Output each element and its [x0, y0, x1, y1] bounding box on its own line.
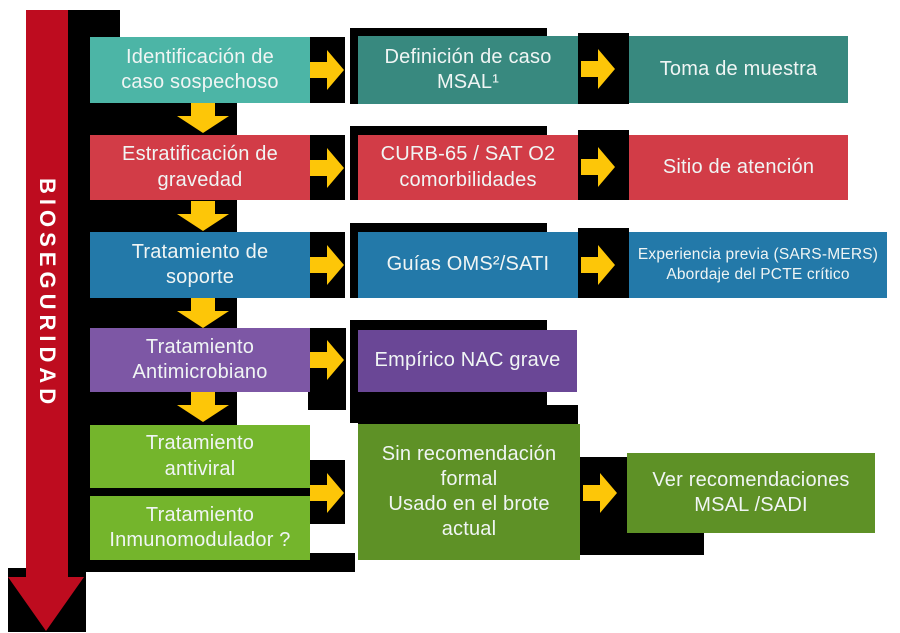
box-curb65-sato2: CURB-65 / SAT O2 comorbilidades [358, 135, 578, 200]
arrow-down-icon [177, 201, 229, 231]
box-empirico-nac-grave: Empírico NAC grave [358, 330, 577, 392]
box-guias-oms-sati: Guías OMS²/SATI [358, 232, 578, 298]
box-experiencia-previa: Experiencia previa (SARS-MERS) Abordaje … [629, 232, 887, 298]
biosecurity-arrow [8, 10, 84, 631]
arrow-down-icon [177, 392, 229, 422]
box-tratamiento-antimicrobiano: Tratamiento Antimicrobiano [90, 328, 310, 392]
arrow-down-icon [177, 298, 229, 328]
box-ver-recomendaciones: Ver recomendaciones MSAL /SADI [627, 453, 875, 533]
box-estratificacion-gravedad: Estratificación de gravedad [90, 135, 310, 200]
arrow-right-icon [310, 473, 344, 513]
box-tratamiento-soporte: Tratamiento de soporte [90, 232, 310, 298]
arrow-right-icon [581, 147, 615, 187]
biosecurity-label: BIOSEGURIDAD [35, 177, 60, 410]
shadow-block [358, 405, 578, 425]
arrow-right-icon [581, 245, 615, 285]
box-toma-de-muestra: Toma de muestra [629, 36, 848, 103]
arrow-right-icon [310, 50, 344, 90]
arrow-right-icon [583, 473, 617, 513]
box-sitio-de-atencion: Sitio de atención [629, 135, 848, 200]
shadow-block [90, 488, 343, 498]
box-identificacion-caso-sospechoso: Identificación de caso sospechoso [90, 37, 310, 103]
box-tratamiento-antiviral: Tratamiento antiviral [90, 425, 310, 488]
arrow-right-icon [310, 245, 344, 285]
arrow-right-icon [310, 340, 344, 380]
arrow-right-icon [581, 49, 615, 89]
arrow-right-icon [310, 148, 344, 188]
arrow-down-icon [177, 103, 229, 133]
box-tratamiento-inmunomodulador: Tratamiento Inmunomodulador ? [90, 496, 310, 560]
box-definicion-caso-msal: Definición de caso MSAL¹ [358, 36, 578, 104]
box-sin-recomendacion-formal: Sin recomendación formal Usado en el bro… [358, 424, 580, 560]
